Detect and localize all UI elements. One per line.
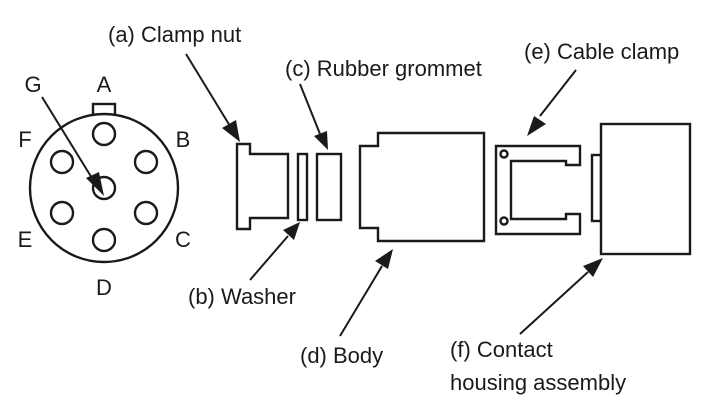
washer-leader <box>249 235 289 281</box>
body-shape <box>358 131 486 243</box>
rubber-grommet-leader <box>299 83 321 135</box>
rubber-grommet-label: (c) Rubber grommet <box>285 56 482 81</box>
cable-clamp-arrowhead <box>527 116 546 136</box>
cable-clamp-leader <box>539 69 577 117</box>
washer-arrowhead <box>283 222 300 240</box>
connector-face: A B C D E F G <box>18 72 191 300</box>
contact-housing-shape <box>599 122 692 256</box>
rubber-grommet: (c) Rubber grommet <box>285 56 482 222</box>
pin-hole-c <box>133 200 159 226</box>
contact-housing-assembly: (f) Contact housing assembly <box>450 122 692 395</box>
washer-shape <box>296 152 309 222</box>
cable-clamp-label: (e) Cable clamp <box>524 39 679 64</box>
pin-hole-f <box>49 149 75 175</box>
pin-label-b: B <box>176 127 191 152</box>
cable-clamp: (e) Cable clamp <box>494 39 679 236</box>
pin-label-g: G <box>24 72 41 97</box>
pin-label-f: F <box>18 127 31 152</box>
clamp-nut-leader <box>185 53 231 127</box>
contact-housing-arrowhead <box>583 258 603 277</box>
rubber-grommet-shape <box>315 152 343 222</box>
clamp-nut: (a) Clamp nut <box>108 22 290 231</box>
contact-housing-label-line2: housing assembly <box>450 370 626 395</box>
contact-housing-label-line1: (f) Contact <box>450 337 553 362</box>
pin-hole-a <box>91 121 117 147</box>
cable-clamp-screw-bottom <box>499 216 509 226</box>
body-arrowhead <box>375 249 393 269</box>
pin-label-a: A <box>97 72 112 97</box>
cable-clamp-screw-top <box>499 149 509 159</box>
body-part: (d) Body <box>300 131 486 368</box>
pin-label-c: C <box>175 227 191 252</box>
pin-label-d: D <box>96 275 112 300</box>
pin-hole-b <box>133 149 159 175</box>
clamp-nut-label: (a) Clamp nut <box>108 22 241 47</box>
washer: (b) Washer <box>188 152 309 309</box>
pin-hole-e <box>49 200 75 226</box>
pin-g-arrowhead <box>86 172 104 196</box>
rubber-grommet-arrowhead <box>314 131 328 150</box>
body-leader <box>339 265 383 337</box>
pin-hole-d <box>91 227 117 253</box>
contact-housing-collar <box>590 153 603 223</box>
clamp-nut-shape <box>235 142 290 231</box>
washer-label: (b) Washer <box>188 284 296 309</box>
contact-housing-leader <box>519 271 589 335</box>
body-label: (d) Body <box>300 343 383 368</box>
pin-label-e: E <box>18 227 33 252</box>
pin-g-leader <box>41 96 96 184</box>
clamp-nut-arrowhead <box>222 120 240 142</box>
